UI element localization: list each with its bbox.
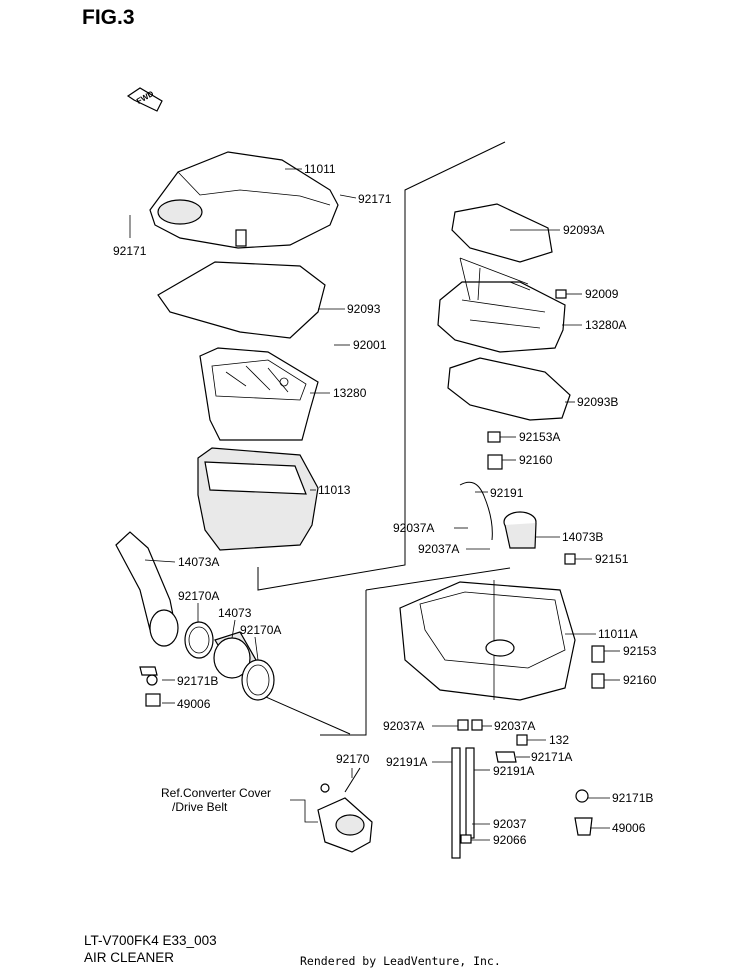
part-label-92151[interactable]: 92151 bbox=[595, 552, 629, 566]
part-label-49006-right[interactable]: 49006 bbox=[612, 821, 646, 835]
diagram-name: AIR CLEANER bbox=[84, 950, 175, 965]
part-label-92191A-left[interactable]: 92191A bbox=[386, 755, 428, 769]
part-label-92171-right[interactable]: 92171 bbox=[358, 192, 392, 206]
part-label-92093B[interactable]: 92093B bbox=[577, 395, 619, 409]
part-label-13280A[interactable]: 13280A bbox=[585, 318, 627, 332]
seal-ring-92093B bbox=[447, 357, 571, 421]
reference-note-line1: Ref.Converter Cover bbox=[161, 786, 272, 800]
leader-lines bbox=[129, 168, 620, 841]
seal-ring-92093A bbox=[451, 203, 553, 263]
part-label-92001[interactable]: 92001 bbox=[353, 338, 387, 352]
part-label-92066[interactable]: 92066 bbox=[493, 833, 527, 847]
part-label-92037A-2[interactable]: 92037A bbox=[418, 542, 460, 556]
part-label-92191[interactable]: 92191 bbox=[490, 486, 524, 500]
reference-note-line2: /Drive Belt bbox=[172, 800, 228, 814]
intake-duct-14073A bbox=[115, 531, 179, 647]
part-label-92171B-left[interactable]: 92171B bbox=[177, 674, 219, 688]
part-label-92171-left[interactable]: 92171 bbox=[113, 244, 147, 258]
small-parts-right-top bbox=[487, 289, 576, 565]
small-parts-left bbox=[139, 666, 161, 707]
part-label-92009[interactable]: 92009 bbox=[585, 287, 619, 301]
part-label-92037A-1[interactable]: 92037A bbox=[393, 521, 435, 535]
part-label-92171A[interactable]: 92171A bbox=[531, 750, 573, 764]
part-label-92191A-right[interactable]: 92191A bbox=[493, 764, 535, 778]
part-label-11013[interactable]: 11013 bbox=[318, 483, 351, 497]
air-cleaner-cover-11011 bbox=[149, 151, 339, 249]
element-holder-13280A bbox=[437, 257, 566, 353]
part-label-14073A[interactable]: 14073A bbox=[178, 555, 220, 569]
part-label-49006-left[interactable]: 49006 bbox=[177, 697, 211, 711]
forward-arrow-icon bbox=[126, 87, 163, 112]
part-label-92170A-left[interactable]: 92170A bbox=[178, 589, 220, 603]
filter-element-11013 bbox=[197, 447, 319, 551]
part-label-92160-top[interactable]: 92160 bbox=[519, 453, 553, 467]
figure-title: FIG.3 bbox=[82, 6, 135, 29]
part-label-92170[interactable]: 92170 bbox=[336, 752, 370, 766]
seal-ring-92093 bbox=[157, 261, 326, 339]
part-label-92093[interactable]: 92093 bbox=[347, 302, 381, 316]
part-label-14073[interactable]: 14073 bbox=[218, 606, 252, 620]
part-label-92153A[interactable]: 92153A bbox=[519, 430, 561, 444]
part-label-13280[interactable]: 13280 bbox=[333, 386, 367, 400]
clamp-92170-and-cover bbox=[317, 767, 373, 853]
part-label-92037[interactable]: 92037 bbox=[493, 817, 527, 831]
part-label-92153[interactable]: 92153 bbox=[623, 644, 657, 658]
part-label-92093A[interactable]: 92093A bbox=[563, 223, 605, 237]
outlet-14073B bbox=[503, 511, 537, 549]
part-label-92037A-3[interactable]: 92037A bbox=[383, 719, 425, 733]
model-code: LT-V700FK4 E33_003 bbox=[84, 933, 217, 948]
clamp-92170A-right bbox=[241, 659, 275, 701]
hose-92191 bbox=[459, 481, 493, 541]
part-label-14073B[interactable]: 14073B bbox=[562, 530, 604, 544]
part-label-92170A-right[interactable]: 92170A bbox=[240, 623, 282, 637]
small-parts-right-bottom bbox=[460, 734, 593, 844]
part-label-11011[interactable]: 11011 bbox=[304, 162, 336, 176]
part-label-92160-bottom[interactable]: 92160 bbox=[623, 673, 657, 687]
rendered-by-credit: Rendered by LeadVenture, Inc. bbox=[300, 954, 501, 968]
section-frame-lines bbox=[249, 141, 511, 736]
part-label-92037A-4[interactable]: 92037A bbox=[494, 719, 536, 733]
air-cleaner-case-11011A bbox=[399, 580, 605, 701]
part-label-92171B-right[interactable]: 92171B bbox=[612, 791, 654, 805]
clamp-92170A-left bbox=[184, 621, 214, 659]
part-label-132[interactable]: 132 bbox=[549, 733, 570, 747]
part-label-11011A[interactable]: 11011A bbox=[598, 627, 638, 641]
element-holder-13280 bbox=[199, 347, 319, 441]
